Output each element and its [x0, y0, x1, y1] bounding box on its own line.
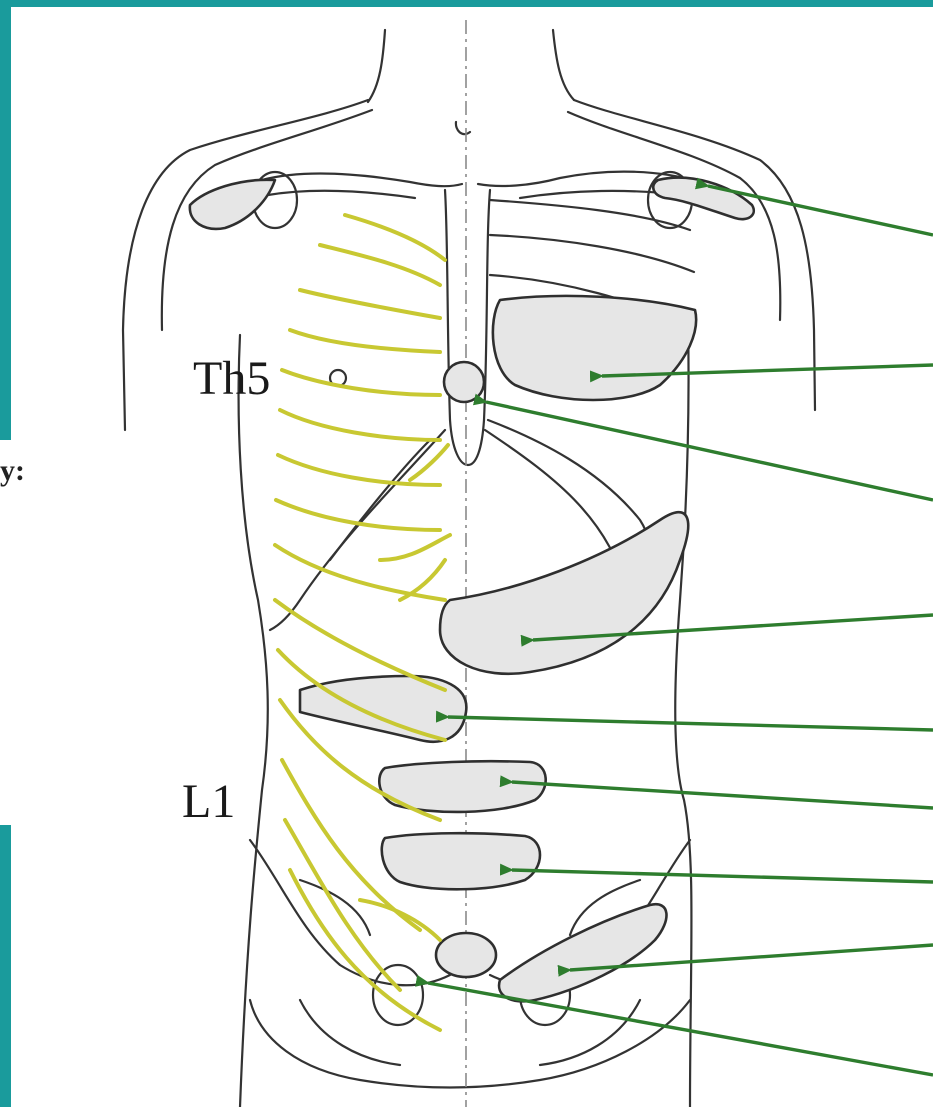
sigmoid-zone	[499, 904, 666, 1001]
stomach-zone	[440, 512, 688, 674]
duodenum-zone	[300, 676, 466, 742]
nerve-branches	[275, 215, 450, 1030]
arrow-duodenum	[448, 717, 933, 730]
esophagus-zone	[444, 362, 484, 402]
bladder-zone	[436, 933, 496, 977]
level-label-l1: L1	[182, 778, 235, 826]
shoulder-zone	[653, 178, 754, 220]
arrow-bladder	[428, 983, 933, 1075]
heart-zone	[493, 296, 696, 400]
arrow-small-intestine	[512, 782, 933, 808]
large-intestine-zone	[382, 833, 540, 889]
level-label-th5: Th5	[193, 355, 270, 403]
arrow-large-intestine	[512, 870, 933, 882]
left-fragment-text: y:	[0, 456, 25, 486]
